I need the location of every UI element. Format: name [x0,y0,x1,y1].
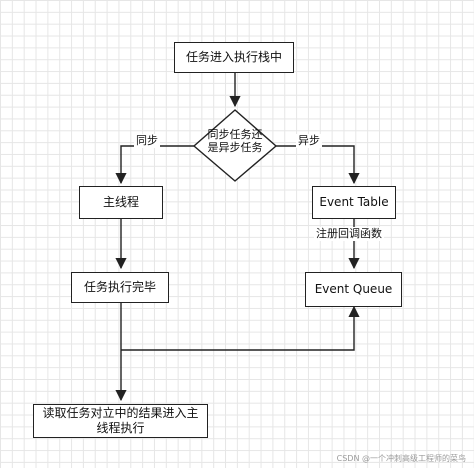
async-edge-label: 异步 [296,134,322,148]
watermark-text: CSDN @一个冲刺高级工程师的菜鸟 [336,454,466,463]
read-tasks-text: 读取任务对立中的结果进入主线程执行 [42,406,199,435]
sync-edge-label: 同步 [134,134,160,148]
event-queue-text: Event Queue [314,282,393,296]
decision-diamond [192,109,278,182]
read-tasks-node: 读取任务对立中的结果进入主线程执行 [33,404,208,438]
main-thread-node: 主线程 [79,186,163,219]
edge-decision-to-main-thread [115,145,194,185]
event-table-text: Event Table [319,195,389,209]
task-done-node: 任务执行完毕 [71,272,169,303]
event-queue-node: Event Queue [305,272,402,307]
decision-node-text: 同步任务还 是异步任务 [195,128,275,154]
edge-decision-to-event-table [276,145,360,185]
decision-text-line-2: 是异步任务 [207,141,263,154]
start-node: 任务进入执行栈中 [174,42,294,73]
decision-text-line-1: 同步任务还 [207,128,263,141]
main-thread-text: 主线程 [102,195,139,209]
edge-main-to-event-queue [121,305,360,351]
event-table-node: Event Table [312,186,396,219]
start-node-text: 任务进入执行栈中 [185,50,282,64]
task-done-text: 任务执行完毕 [83,280,156,294]
register-callback-label: 注册回调函数 [314,227,384,241]
